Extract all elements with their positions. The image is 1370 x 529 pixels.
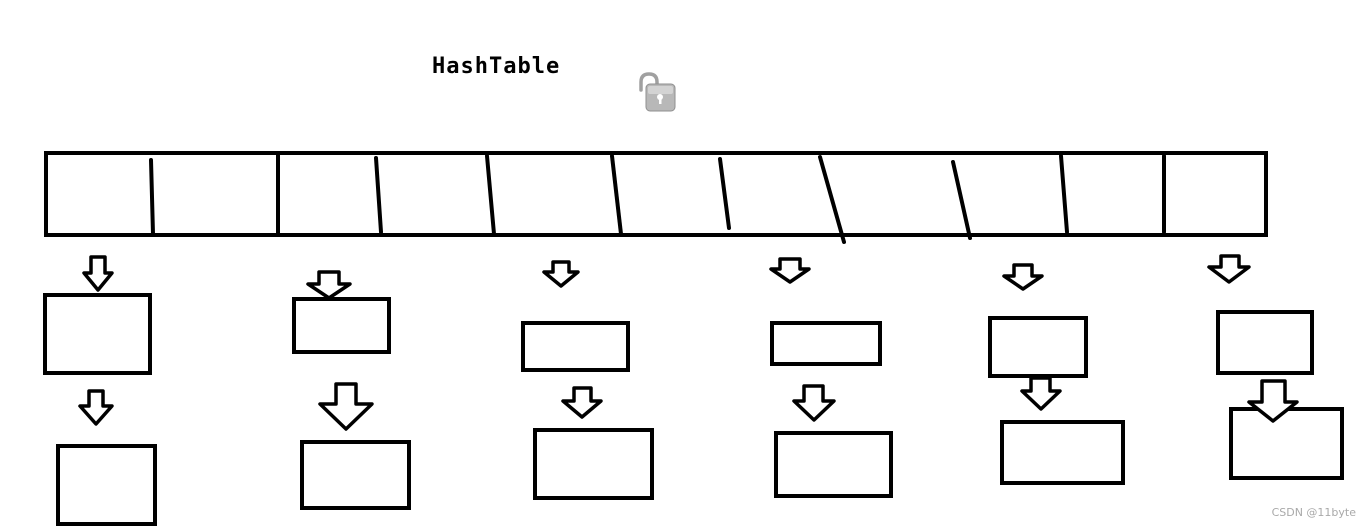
diagram-title: HashTable: [432, 54, 561, 79]
bucket-divider: [818, 155, 846, 244]
chain-nodes: [43, 293, 1344, 526]
chain-node: [292, 297, 391, 354]
chain-node: [56, 444, 157, 526]
watermark: CSDN @11byte: [1271, 506, 1356, 519]
down-arrow-icon: [306, 270, 352, 300]
down-arrow-icon: [78, 389, 114, 426]
down-arrow-icon: [1020, 376, 1062, 411]
bucket-divider: [374, 156, 383, 234]
bucket-divider: [610, 154, 623, 236]
chain-node: [1229, 407, 1344, 480]
bucket-divider: [1059, 154, 1069, 234]
down-arrow-icon: [1002, 263, 1044, 291]
down-arrow-icon: [82, 255, 114, 292]
chain-node: [521, 321, 630, 372]
down-arrow-icon: [561, 386, 603, 419]
bucket-divider: [718, 157, 731, 230]
down-arrow-icon: [542, 260, 580, 288]
bucket-array: [44, 151, 1268, 237]
unlocked-padlock-icon: [639, 72, 676, 112]
chain-node: [300, 440, 411, 510]
chain-node: [533, 428, 654, 500]
bucket-divider: [149, 158, 155, 236]
chain-node: [1000, 420, 1125, 485]
down-arrow-icon: [792, 384, 836, 422]
chain-node: [770, 321, 882, 366]
bucket-divider: [485, 154, 496, 236]
chain-node: [774, 431, 893, 498]
bucket-dividers: [149, 152, 1166, 244]
down-arrow-icon: [1207, 254, 1251, 284]
down-arrow-icon: [318, 382, 374, 431]
down-arrows: [78, 254, 1299, 431]
down-arrow-icon: [1247, 379, 1299, 423]
bucket-divider: [951, 160, 972, 240]
chain-node: [988, 316, 1088, 378]
chain-node: [43, 293, 152, 375]
chain-node: [1216, 310, 1314, 375]
down-arrow-icon: [769, 257, 811, 284]
